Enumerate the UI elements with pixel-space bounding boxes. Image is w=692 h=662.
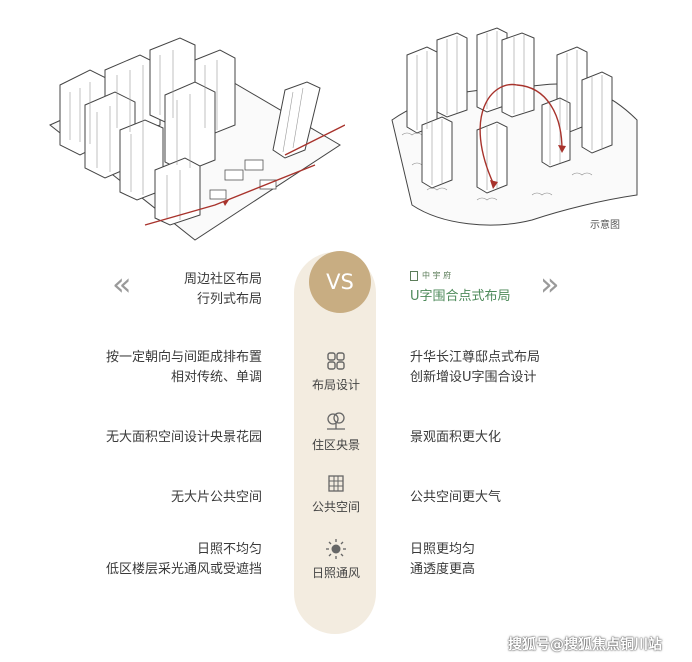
row-public-left: 无大片公共空间 — [171, 488, 262, 508]
row-layout-right-line1: 升华长江尊邸点式布局 — [410, 350, 541, 365]
row-landscape-right-line1: 景观面积更大化 — [410, 430, 502, 445]
row-public-right: 公共空间更大气 — [410, 488, 501, 508]
building-icon — [328, 475, 344, 492]
row-sunlight-left-line1: 日照不均匀 — [196, 542, 262, 557]
left-header-line2: 行列式布局 — [196, 292, 262, 307]
tree-icon — [327, 412, 345, 430]
row-sunlight-left: 日照不均匀 低区楼层采光通风或受遮挡 — [106, 540, 262, 580]
u-layout-illustration — [391, 27, 638, 226]
grid-icon — [327, 352, 345, 370]
category-column — [294, 252, 376, 634]
category-public-label: 公共空间 — [311, 500, 360, 514]
category-landscape-label: 住区央景 — [311, 438, 360, 452]
row-layout-right: 升华长江尊邸点式布局 创新增设U字围合设计 — [410, 348, 540, 388]
row-layout-left-line1: 按一定朝向与间距成排布置 — [105, 350, 262, 365]
left-header-line1: 周边社区布局 — [183, 272, 262, 287]
row-sunlight-right-line1: 日照更均匀 — [410, 542, 476, 557]
chevron-right-icon: » — [540, 265, 560, 303]
schematic-caption: 示意图 — [590, 220, 620, 231]
category-public: 公共空间 — [296, 472, 376, 515]
row-layout-illustration — [49, 37, 345, 241]
category-sunlight-label: 日照通风 — [311, 566, 360, 580]
row-public-right-line1: 公共空间更大气 — [410, 490, 502, 505]
sun-icon — [326, 539, 346, 559]
right-header-title: U字围合点式布局 — [410, 289, 511, 304]
row-layout-left-line2: 相对传统、单调 — [170, 370, 262, 385]
row-public-left-line1: 无大片公共空间 — [170, 490, 262, 505]
watermark: 搜狐号@搜狐焦点铜川站 — [508, 637, 662, 653]
row-landscape-right: 景观面积更大化 — [410, 428, 501, 448]
chevron-left-icon: « — [112, 265, 132, 303]
row-sunlight-left-line2: 低区楼层采光通风或受遮挡 — [105, 562, 262, 577]
category-layout: 布局设计 — [296, 350, 376, 393]
row-landscape-left-line1: 无大面积空间设计央景花园 — [105, 430, 262, 445]
row-sunlight-right-line2: 通透度更高 — [410, 562, 476, 577]
row-layout-left: 按一定朝向与间距成排布置 相对传统、单调 — [106, 348, 262, 388]
row-sunlight-right: 日照更均匀 通透度更高 — [410, 540, 475, 580]
vs-badge: VS — [309, 251, 371, 313]
right-header: 中 宇 府 U字围合点式布局 — [410, 270, 511, 304]
brand-logo: 中 宇 府 — [410, 270, 511, 281]
brand-mark-icon — [410, 270, 418, 281]
brand-name: 中 宇 府 — [422, 271, 452, 280]
category-landscape: 住区央景 — [296, 410, 376, 453]
row-layout-right-line2: 创新增设U字围合设计 — [410, 370, 537, 385]
row-landscape-left: 无大面积空间设计央景花园 — [106, 428, 262, 448]
left-header: 周边社区布局 行列式布局 — [184, 270, 262, 310]
category-sunlight: 日照通风 — [296, 538, 376, 581]
category-layout-label: 布局设计 — [311, 378, 360, 392]
